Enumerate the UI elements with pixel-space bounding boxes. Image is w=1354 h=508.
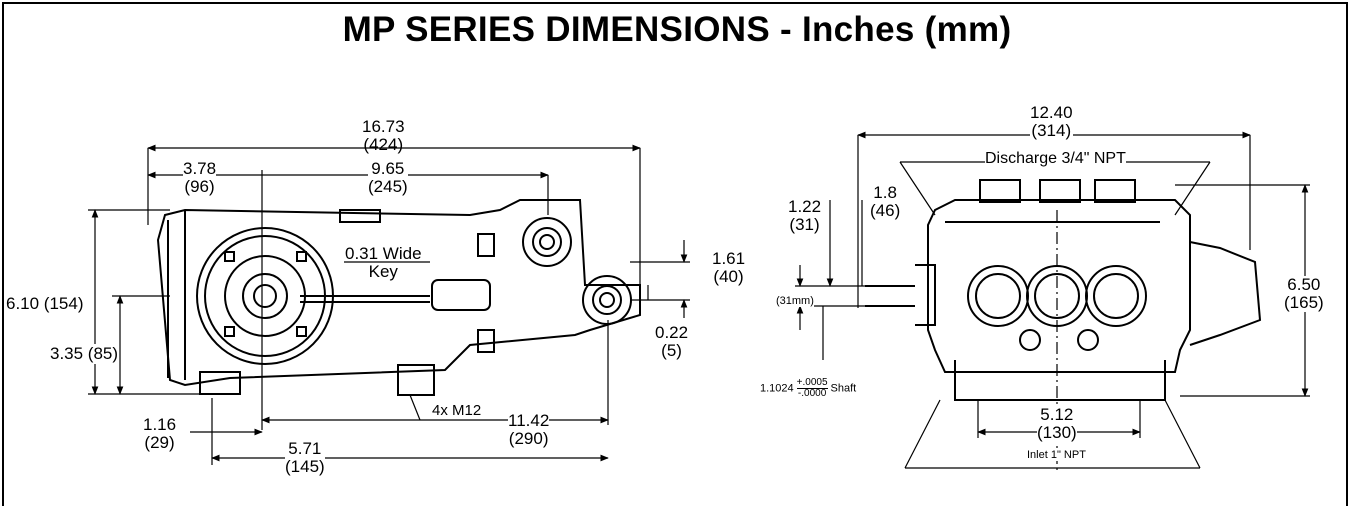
side-view-pump <box>156 199 641 396</box>
front-height-mm: (165) <box>1284 293 1324 312</box>
foot-half-in: 5.71 <box>288 439 322 458</box>
key-label: Key <box>368 262 398 281</box>
front-height-in: 6.50 <box>1287 275 1321 294</box>
shaft-mm-label: (31mm) <box>776 295 814 307</box>
shaft-tolerance: +.0005-.0000 <box>796 377 828 399</box>
overall-length-dim: 16.73 (424) <box>362 118 405 154</box>
side-offset-dim: 1.8 (46) <box>870 183 901 220</box>
side-offset-in: 1.8 <box>873 183 897 202</box>
page-title: MP SERIES DIMENSIONS - Inches (mm) <box>342 10 1012 49</box>
overall-width-in: 12.40 <box>1030 103 1073 122</box>
foot-width-in: 5.12 <box>1040 405 1074 424</box>
shaft-height-dim: 3.35 (85) <box>50 344 119 364</box>
shaft-offset-dim: 1.22 (31) <box>788 197 822 234</box>
shaft-offset-mm: (31) <box>789 215 820 234</box>
rear-to-shaft-in: 3.78 <box>183 159 217 178</box>
side-height-dim: 6.10 (154) <box>6 294 84 314</box>
overall-length-mm: (424) <box>363 135 404 154</box>
foot-width-dim: 5.12 (130) <box>1037 406 1077 442</box>
foot-offset-dim: 1.16 (29) <box>143 416 176 452</box>
side-offset-mm: (46) <box>870 201 901 220</box>
shaft-to-head-mm: (245) <box>368 177 408 196</box>
front-view-pump <box>865 179 1262 401</box>
shaft-offset-in: 1.22 <box>788 197 822 216</box>
port-small-in: 0.22 <box>655 323 689 342</box>
overall-width-mm: (314) <box>1031 121 1072 140</box>
shaft-to-head-dim: 9.65 (245) <box>368 160 408 196</box>
shaft-dia-value: 1.1024 <box>760 382 794 395</box>
key-dim: 0.31 Wide Key <box>345 245 422 281</box>
foot-span-in: 11.42 <box>508 411 550 430</box>
foot-offset-mm: (29) <box>144 433 175 452</box>
key-width: 0.31 Wide <box>345 244 422 263</box>
rear-to-shaft-dim: 3.78 (96) <box>183 159 217 196</box>
overall-width-dim: 12.40 (314) <box>1030 104 1073 140</box>
port-offset-mm: (40) <box>713 267 744 286</box>
foot-width-mm: (130) <box>1037 423 1077 442</box>
port-small-dim: 0.22 (5) <box>655 324 688 360</box>
shaft-word: Shaft <box>830 382 857 395</box>
foot-span-mm: (290) <box>508 429 549 448</box>
shaft-tol-minus: -.0000 <box>797 388 827 399</box>
foot-offset-in: 1.16 <box>143 415 177 434</box>
foot-span-dim: 11.42 (290) <box>508 411 550 448</box>
inlet-label: Inlet 1" NPT <box>1027 449 1086 461</box>
discharge-label: Discharge 3/4" NPT <box>985 150 1126 168</box>
port-offset-in: 1.61 <box>712 249 746 268</box>
shaft-tol-plus: +.0005 <box>796 377 828 389</box>
foot-half-mm: (145) <box>285 457 325 476</box>
port-small-mm: (5) <box>661 341 682 360</box>
rear-to-shaft-mm: (96) <box>184 177 215 196</box>
bolts-label: 4x M12 <box>432 402 482 419</box>
port-offset-dim: 1.61 (40) <box>712 250 745 286</box>
shaft-to-head-in: 9.65 <box>371 159 405 178</box>
foot-half-dim: 5.71 (145) <box>285 440 325 476</box>
overall-length-in: 16.73 <box>362 117 405 136</box>
front-height-dim: 6.50 (165) <box>1284 276 1324 312</box>
